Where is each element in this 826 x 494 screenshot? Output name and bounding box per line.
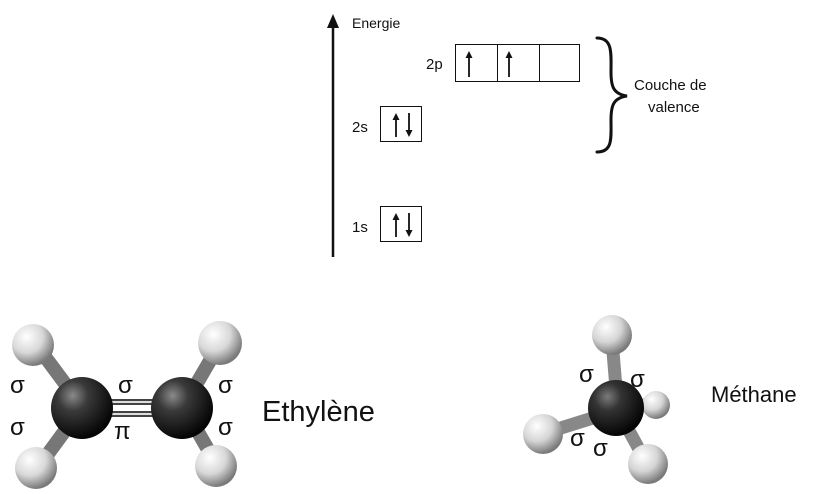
ethylene-sigma-bottom-right: σ: [218, 414, 233, 441]
spin-pair-arrows: [392, 113, 413, 137]
methane-sigma-a: σ: [579, 361, 594, 388]
orbital-cell-2p-3: [539, 45, 581, 81]
spin-up-arrow: [505, 51, 513, 77]
orbital-box-2s: [380, 106, 422, 142]
axis-label: Energie: [352, 15, 401, 31]
orbital-cell-2p-1: [456, 45, 497, 81]
spin-pair-arrows: [392, 213, 413, 237]
ethylene-sigma-top-right: σ: [218, 372, 233, 399]
curly-brace-icon: [595, 36, 628, 154]
methane-sigma-b: σ: [630, 366, 645, 393]
ethylene-sigma-top-left: σ: [10, 372, 25, 399]
ethylene-pi-center: π: [114, 418, 131, 445]
orbital-cell-2p-2: [497, 45, 539, 81]
level-label-1s: 1s: [352, 219, 368, 236]
methane-name: Méthane: [711, 382, 797, 407]
ethylene-name: Ethylène: [262, 396, 375, 428]
methane-sigma-c: σ: [570, 425, 585, 452]
brace-label-line1: Couche de: [634, 77, 707, 94]
brace-label-line2: valence: [648, 99, 700, 116]
ethylene-sigma-bottom-left: σ: [10, 414, 25, 441]
orbital-box-2p: [455, 44, 580, 82]
spin-up-arrow: [465, 51, 473, 77]
orbital-box-1s: [380, 206, 422, 242]
level-label-2s: 2s: [352, 119, 368, 136]
ethylene-sigma-center: σ: [118, 372, 133, 399]
methane-sigma-d: σ: [593, 435, 608, 462]
level-label-2p: 2p: [426, 56, 443, 73]
